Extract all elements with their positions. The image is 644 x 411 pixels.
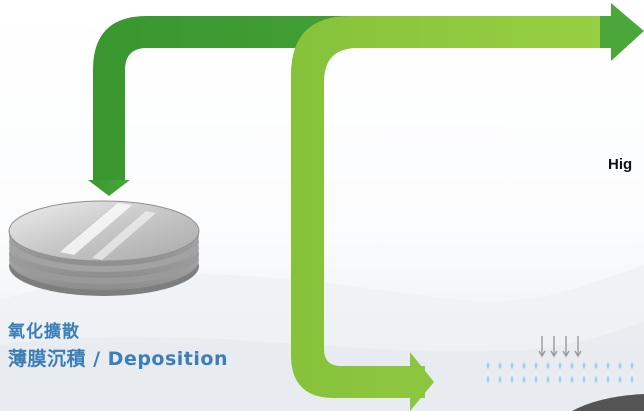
wafer-stack-icon — [9, 201, 199, 296]
step-title-deposition: 薄膜沉積 / Deposition — [8, 344, 228, 371]
next-step-label: Hig — [608, 156, 632, 173]
step-title-chinese: 氧化擴散 — [8, 317, 80, 342]
